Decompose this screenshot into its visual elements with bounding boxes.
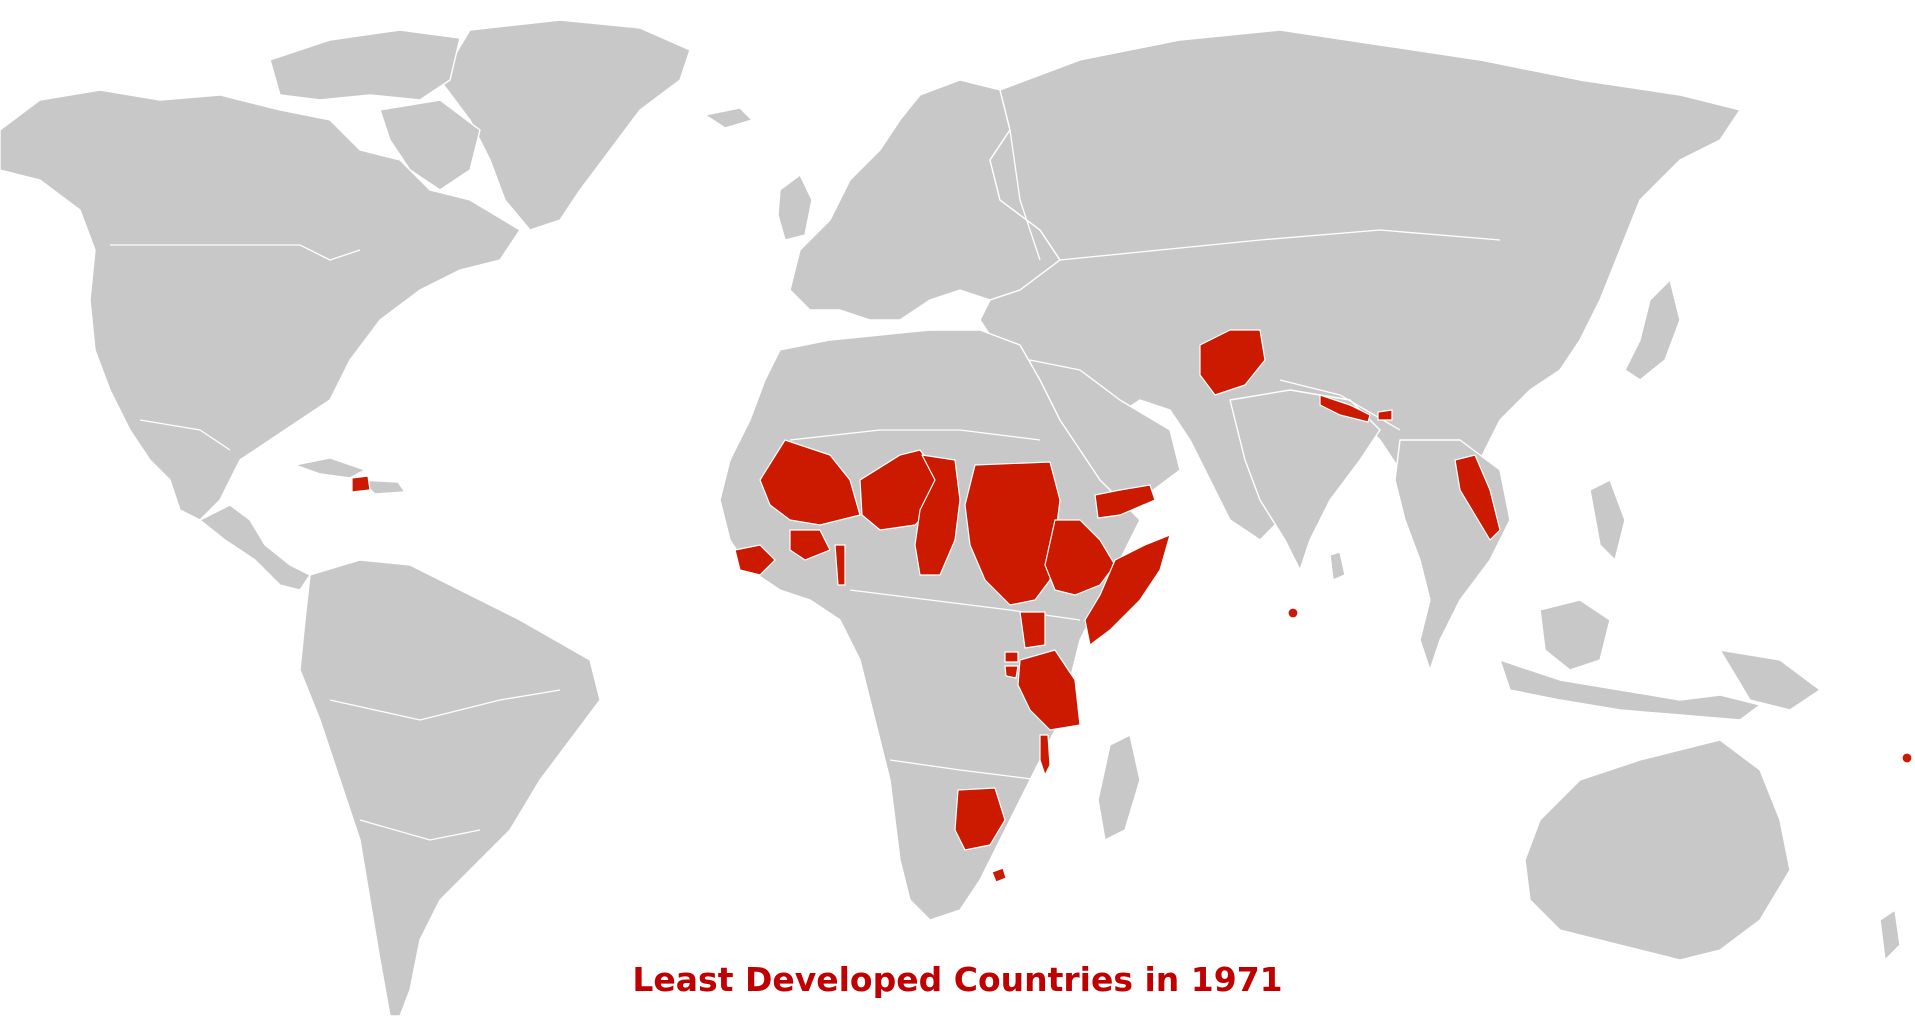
landmass-indonesia: [1499, 659, 1761, 721]
country-chad: [914, 454, 961, 576]
border-us-mexico: [139, 419, 231, 451]
landmass-central-america: [199, 504, 311, 591]
country-laos: [1454, 454, 1501, 541]
country-malawi: [1039, 734, 1051, 776]
landmass-greenland: [439, 19, 691, 231]
country-mali: [759, 439, 861, 526]
border-europe-asia: [1009, 129, 1041, 261]
country-maldives: [1287, 607, 1299, 619]
country-upper-volta: [789, 529, 831, 561]
border-south-america: [329, 689, 561, 721]
country-ethiopia: [1044, 519, 1116, 596]
country-sudan: [964, 461, 1061, 606]
border-africa-north: [789, 429, 1041, 441]
landmass-cuba: [294, 457, 366, 479]
border-us-canada: [110, 244, 361, 261]
landmass-southeast-asia: [1394, 439, 1511, 671]
landmass-new-guinea: [1719, 649, 1821, 711]
country-guinea: [734, 544, 776, 576]
country-afghanistan: [1199, 329, 1266, 396]
landmass-sri-lanka: [1329, 551, 1346, 581]
landmass-india: [1229, 389, 1381, 571]
landmass-north-america: [0, 89, 521, 521]
country-yemen: [1094, 484, 1156, 519]
country-dahomey: [834, 544, 846, 586]
landmass-australia: [1524, 739, 1791, 961]
landmass-british-isles: [777, 174, 813, 241]
landmass-arctic-islands: [269, 29, 461, 101]
border-russia-china: [1059, 229, 1501, 261]
landmass-new-zealand: [1879, 909, 1901, 961]
country-haiti: [351, 475, 371, 493]
country-bhutan: [1377, 409, 1393, 421]
country-somalia: [1084, 534, 1171, 646]
country-lesotho: [991, 867, 1007, 883]
country-rwanda: [1004, 651, 1019, 663]
country-tanzania: [1017, 649, 1081, 731]
landmass-iceland: [704, 107, 753, 129]
map-title: Least Developed Countries in 1971: [632, 960, 1283, 999]
landmass-borneo: [1539, 599, 1611, 671]
border-africa-south: [889, 759, 1041, 781]
country-burundi: [1004, 665, 1019, 679]
landmass-south-america: [299, 559, 601, 1016]
country-nepal: [1319, 394, 1371, 423]
country-western-samoa: [1901, 752, 1913, 764]
landmass-philippines: [1589, 479, 1626, 561]
landmass-madagascar: [1097, 734, 1141, 841]
ldc-layer: [351, 329, 1913, 883]
landmass-baffin: [379, 99, 481, 191]
border-layer: [110, 129, 1501, 841]
country-uganda: [1019, 611, 1046, 649]
border-south-america-2: [359, 819, 481, 841]
country-botswana: [954, 787, 1006, 851]
landmass-japan: [1624, 279, 1681, 381]
